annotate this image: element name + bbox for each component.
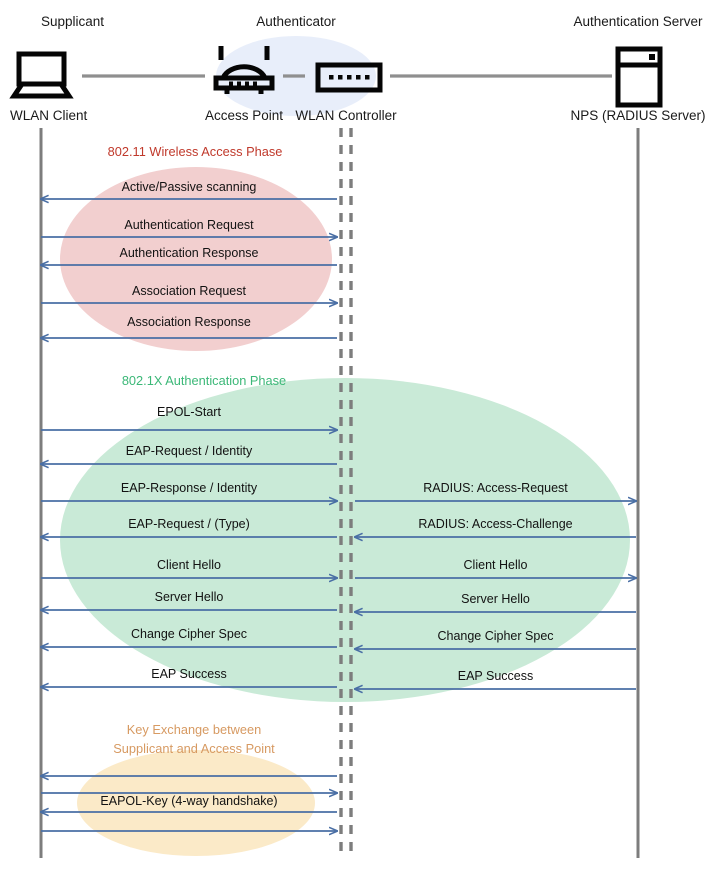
wireless-router-icon [213, 46, 275, 94]
message-label: Server Hello [461, 592, 530, 606]
message-radius-access-challenge: RADIUS: Access-Challenge [355, 517, 636, 537]
message-eapol-start: EPOL-Start [41, 405, 337, 430]
message-association-response: Association Response [41, 315, 337, 338]
message-active-passive-scanning: Active/Passive scanning [41, 180, 337, 199]
phase-label-dot1x-authentication: 802.1X Authentication Phase [122, 373, 286, 388]
message-label: EAPOL-Key (4-way handshake) [100, 794, 277, 808]
server-rack-icon [615, 46, 663, 108]
phase-label-key-exchange: Key Exchange between [127, 722, 261, 737]
message-eap-response-identity: EAP-Response / Identity [41, 481, 337, 501]
message-client-hello-right: Client Hello [355, 558, 636, 578]
network-switch-icon [315, 62, 383, 93]
message-client-hello-left: Client Hello [41, 558, 337, 578]
message-label: EAP Success [458, 669, 534, 683]
message-eap-success-left: EAP Success [41, 667, 337, 687]
message-server-hello-right: Server Hello [355, 592, 636, 612]
message-label: EAP Success [151, 667, 227, 681]
laptop-icon [9, 51, 74, 99]
actor-device-label-authentication-server: NPS (RADIUS Server) [570, 108, 705, 123]
message-authentication-response: Authentication Response [41, 246, 337, 265]
message-label: EAP-Response / Identity [121, 481, 258, 495]
message-eapol-key-3: EAPOL-Key (4-way handshake) [41, 794, 337, 812]
message-radius-access-request: RADIUS: Access-Request [355, 481, 636, 501]
phase-label-key-exchange: Supplicant and Access Point [113, 741, 275, 756]
message-label: Active/Passive scanning [122, 180, 257, 194]
message-change-cipher-spec-left: Change Cipher Spec [41, 627, 337, 647]
actor-device-label-supplicant: WLAN Client [10, 108, 88, 123]
phase-region-dot1x-authentication [60, 378, 630, 702]
message-authentication-request: Authentication Request [41, 218, 337, 237]
actor-device-label-wlan-controller: WLAN Controller [295, 108, 397, 123]
message-label: RADIUS: Access-Challenge [418, 517, 572, 531]
message-eap-success-right: EAP Success [355, 669, 636, 689]
message-association-request: Association Request [41, 284, 337, 303]
message-label: Client Hello [157, 558, 221, 572]
message-label: Change Cipher Spec [437, 629, 553, 643]
message-label: Association Request [132, 284, 246, 298]
message-label: EAP-Request / (Type) [128, 517, 250, 531]
message-label: Association Response [127, 315, 251, 329]
actor-device-label-access-point: Access Point [205, 108, 283, 123]
actor-role-label-authentication-server: Authentication Server [573, 14, 703, 29]
message-change-cipher-spec-right: Change Cipher Spec [355, 629, 636, 649]
actor-role-label-supplicant: Supplicant [41, 14, 104, 29]
message-label: Server Hello [155, 590, 224, 604]
message-label: Authentication Request [124, 218, 254, 232]
phase-label-wireless-access: 802.11 Wireless Access Phase [108, 144, 283, 159]
message-eap-request-identity: EAP-Request / Identity [41, 444, 337, 464]
lifelines [39, 128, 640, 858]
message-label: EPOL-Start [157, 405, 221, 419]
message-label: Change Cipher Spec [131, 627, 247, 641]
actor-role-label-access-point: Authenticator [256, 14, 336, 29]
message-label: RADIUS: Access-Request [423, 481, 568, 495]
message-label: Client Hello [464, 558, 528, 572]
message-eap-request-type: EAP-Request / (Type) [41, 517, 337, 537]
phase-region-wireless-access [60, 167, 332, 351]
message-label: EAP-Request / Identity [126, 444, 253, 458]
message-label: Authentication Response [120, 246, 259, 260]
message-server-hello-left: Server Hello [41, 590, 337, 610]
